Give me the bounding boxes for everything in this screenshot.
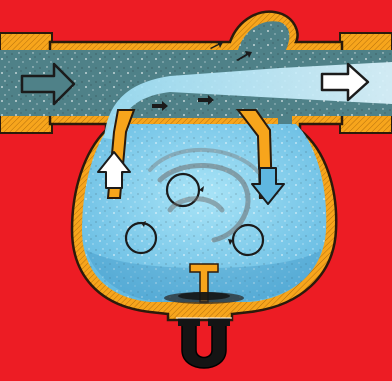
sediment (164, 292, 244, 304)
interior (0, 20, 392, 302)
magnet-icon (176, 318, 232, 368)
